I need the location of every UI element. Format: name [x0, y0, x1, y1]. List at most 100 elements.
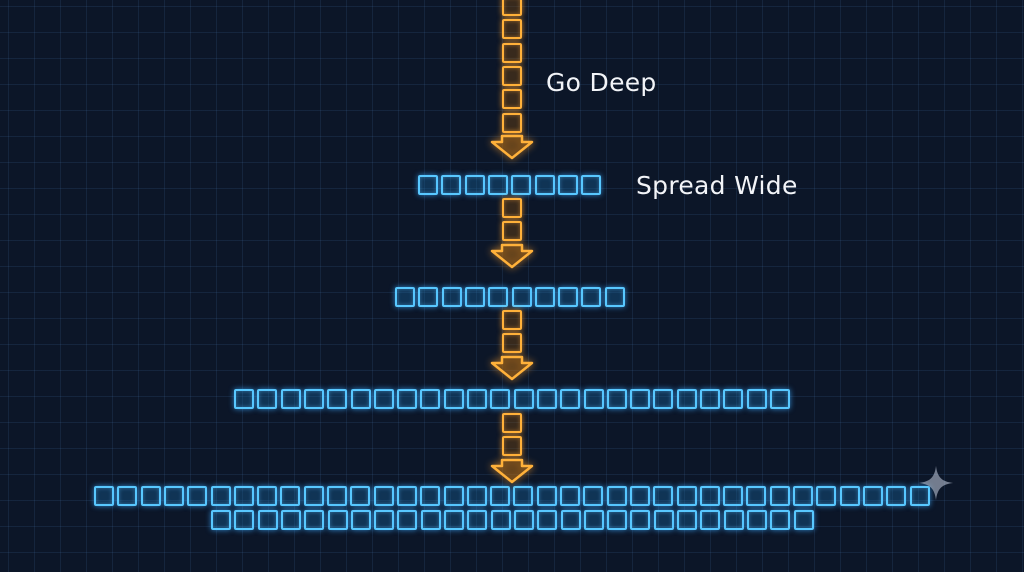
- row-4b-block: [280, 510, 301, 530]
- row-2-block: [558, 287, 579, 307]
- row-4b-block: [770, 510, 791, 530]
- row-4b-block: [397, 510, 418, 530]
- row-4a-block: [816, 486, 837, 506]
- row-1-block: [418, 175, 438, 195]
- arrow-third-block: [502, 310, 522, 330]
- row-4a-block: [560, 486, 580, 506]
- row-4a-block: [94, 486, 114, 506]
- row-4a-block: [536, 486, 557, 506]
- row-4a-block: [839, 486, 860, 506]
- row-4b-block: [304, 510, 325, 530]
- row-4a-block: [140, 486, 161, 506]
- row-1-block: [534, 175, 555, 195]
- row-4b-block: [677, 510, 697, 530]
- row-1-block: [581, 175, 602, 195]
- row-4a-block: [676, 486, 697, 506]
- row-4a-block: [327, 486, 347, 506]
- row-3-block: [513, 389, 534, 409]
- row-4b-block: [211, 510, 231, 530]
- row-1-block: [511, 175, 532, 195]
- row-4a-block: [303, 486, 324, 506]
- row-4b-block: [583, 510, 604, 530]
- row-4b-block: [374, 510, 395, 530]
- row-4a-block: [490, 486, 511, 506]
- row-4b-block: [723, 510, 744, 530]
- row-4b-block: [327, 510, 348, 530]
- row-4a-block: [373, 486, 394, 506]
- row-4a-block: [163, 486, 184, 506]
- row-4b-block: [700, 510, 721, 530]
- row-3-block: [536, 389, 557, 409]
- row-4b-block: [467, 510, 488, 530]
- row-4a-block: [653, 486, 674, 506]
- row-3-block: [234, 389, 254, 409]
- row-4a-block: [210, 486, 231, 506]
- row-2-block: [534, 287, 555, 307]
- sparkle-icon: [918, 465, 954, 501]
- row-3-block: [723, 389, 744, 409]
- row-4a-block: [233, 486, 254, 506]
- row-3-block: [257, 389, 278, 409]
- row-3-block: [373, 389, 394, 409]
- row-4a-block: [583, 486, 604, 506]
- row-4b-block: [746, 510, 767, 530]
- row-1-block: [441, 175, 462, 195]
- row-4a-block: [350, 486, 371, 506]
- arrow-fourth-block: [502, 413, 522, 433]
- row-4a-block: [396, 486, 417, 506]
- row-4a-block: [793, 486, 813, 506]
- row-4b-block: [350, 510, 371, 530]
- row-4a-block: [117, 486, 138, 506]
- row-2-block: [395, 287, 415, 307]
- row-2-block: [464, 287, 485, 307]
- row-4b-block: [793, 510, 814, 530]
- row-3-block: [280, 389, 301, 409]
- arrow-top-block: [502, 0, 522, 16]
- row-2-block: [488, 287, 509, 307]
- row-4a-block: [629, 486, 650, 506]
- row-4a-block: [909, 486, 930, 506]
- arrow-top-block: [502, 42, 522, 63]
- row-4a-block: [769, 486, 790, 506]
- row-3-block: [630, 389, 651, 409]
- row-2-block: [604, 287, 625, 307]
- row-4b-block: [444, 510, 464, 530]
- row-4a-block: [723, 486, 744, 506]
- row-3-block: [560, 389, 581, 409]
- row-2-block: [441, 287, 462, 307]
- row-4a-block: [606, 486, 627, 506]
- row-4a-block: [699, 486, 720, 506]
- row-3-block: [303, 389, 324, 409]
- row-4a-block: [187, 486, 208, 506]
- row-4b-block: [234, 510, 255, 530]
- row-3-block: [420, 389, 441, 409]
- down-arrow-icon: [490, 134, 534, 160]
- down-arrow-icon: [490, 355, 534, 380]
- row-4a-block: [443, 486, 464, 506]
- row-4b-block: [630, 510, 651, 530]
- row-4b-block: [513, 510, 534, 530]
- row-4a-block: [513, 486, 534, 506]
- row-1-block: [487, 175, 508, 195]
- row-3-block: [583, 389, 604, 409]
- row-4a-block: [257, 486, 278, 506]
- row-1-block: [557, 175, 578, 195]
- down-arrow-icon: [490, 458, 534, 483]
- row-4a-block: [466, 486, 487, 506]
- row-3-block: [443, 389, 464, 409]
- arrow-top-block: [502, 112, 522, 133]
- row-4a-block: [862, 486, 883, 506]
- row-3-block: [490, 389, 511, 409]
- row-3-block: [397, 389, 418, 409]
- row-2-block: [581, 287, 602, 307]
- down-arrow-icon: [490, 243, 534, 268]
- row-3-block: [700, 389, 720, 409]
- arrow-third-block: [502, 333, 522, 354]
- arrow-second-block: [502, 198, 522, 218]
- go-deep-label: Go Deep: [546, 68, 657, 97]
- row-3-block: [746, 389, 767, 409]
- row-4b-block: [537, 510, 558, 530]
- row-2-block: [511, 287, 532, 307]
- arrow-second-block: [502, 221, 522, 242]
